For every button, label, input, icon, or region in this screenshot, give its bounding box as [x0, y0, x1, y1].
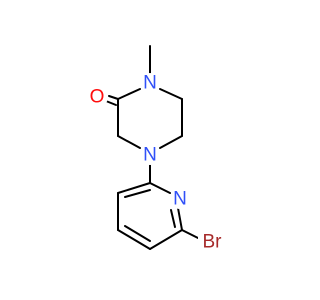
bond-pyn-pyc6-inner	[170, 209, 176, 228]
bond-pyc3-pyc2-inner	[124, 189, 151, 198]
bond-pyc6-br	[181, 229, 199, 239]
atom-label-o: O	[90, 87, 105, 108]
bond-n1-c2	[117, 88, 141, 100]
bond-pyc5-pyc4-inner	[124, 225, 151, 242]
bond-c3-n4	[117, 135, 141, 149]
bond-pyc2-pyn	[149, 182, 171, 194]
bond-c2-o-2	[105, 100, 117, 106]
bond-c6-n1	[159, 88, 183, 100]
molecule-canvas: O N N N Br	[88, 45, 226, 253]
bond-pyc3-pyc2	[117, 182, 151, 194]
bond-pyc6-pyc5	[149, 229, 183, 250]
bond-pyn-pyc6	[177, 207, 183, 231]
atom-labels: O N N N Br	[88, 73, 226, 253]
bond-c2-o-1	[108, 95, 119, 100]
atom-label-n1: N	[143, 73, 157, 94]
atom-label-br: Br	[203, 232, 223, 253]
atom-label-n-pyridine: N	[173, 189, 187, 210]
bond-pyc5-pyc4	[117, 229, 151, 250]
molecule-structure: O N N N Br	[88, 45, 226, 253]
bonds	[105, 45, 199, 250]
atom-label-n4: N	[143, 145, 157, 166]
bond-n4-c5	[159, 135, 183, 149]
